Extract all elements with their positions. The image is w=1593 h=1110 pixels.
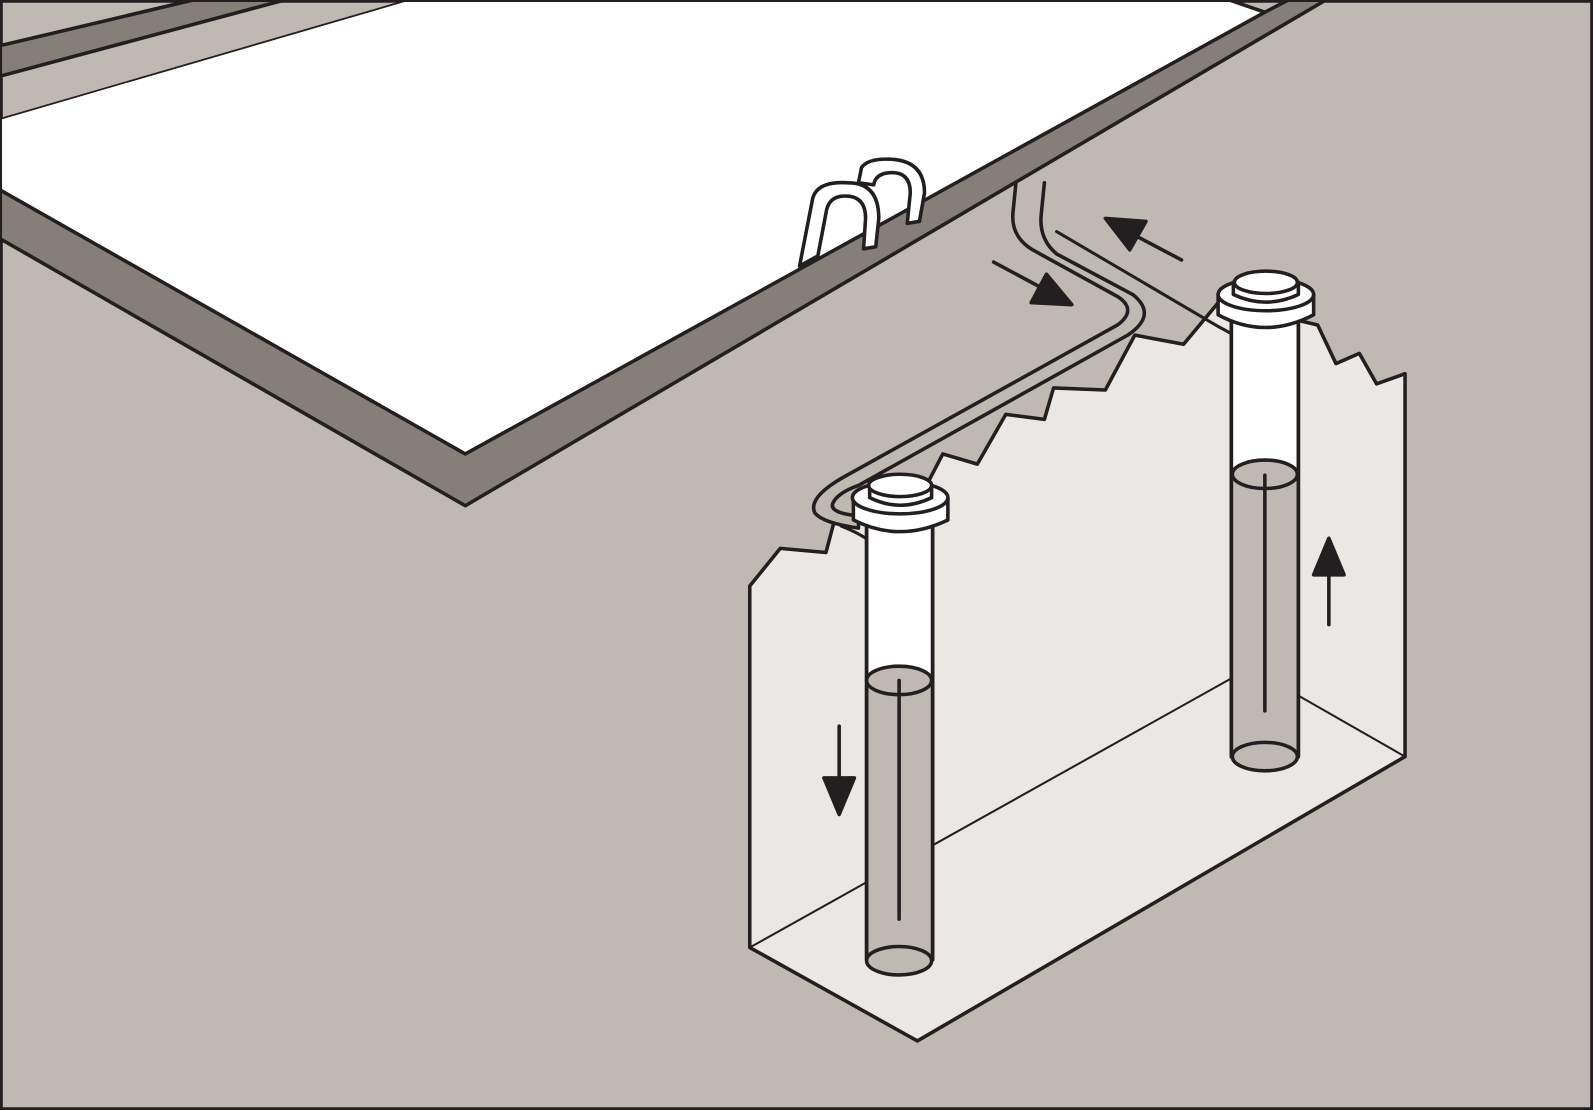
arrow-flow-in-icon xyxy=(991,260,1074,307)
far-slab-edge xyxy=(0,0,287,78)
arrow-up-icon xyxy=(1311,536,1346,627)
right-tube xyxy=(1216,269,1316,773)
clip-2 xyxy=(856,157,927,226)
left-tube xyxy=(850,472,950,977)
arrow-down-icon xyxy=(822,724,857,817)
arrow-flow-out-icon xyxy=(1103,216,1184,262)
cutaway-floor-line-left xyxy=(748,677,1233,949)
slab-edge xyxy=(0,0,1328,508)
cutaway-floor-line-right xyxy=(1297,694,1407,758)
slab-top xyxy=(0,0,1265,454)
clip-1 xyxy=(797,180,881,268)
